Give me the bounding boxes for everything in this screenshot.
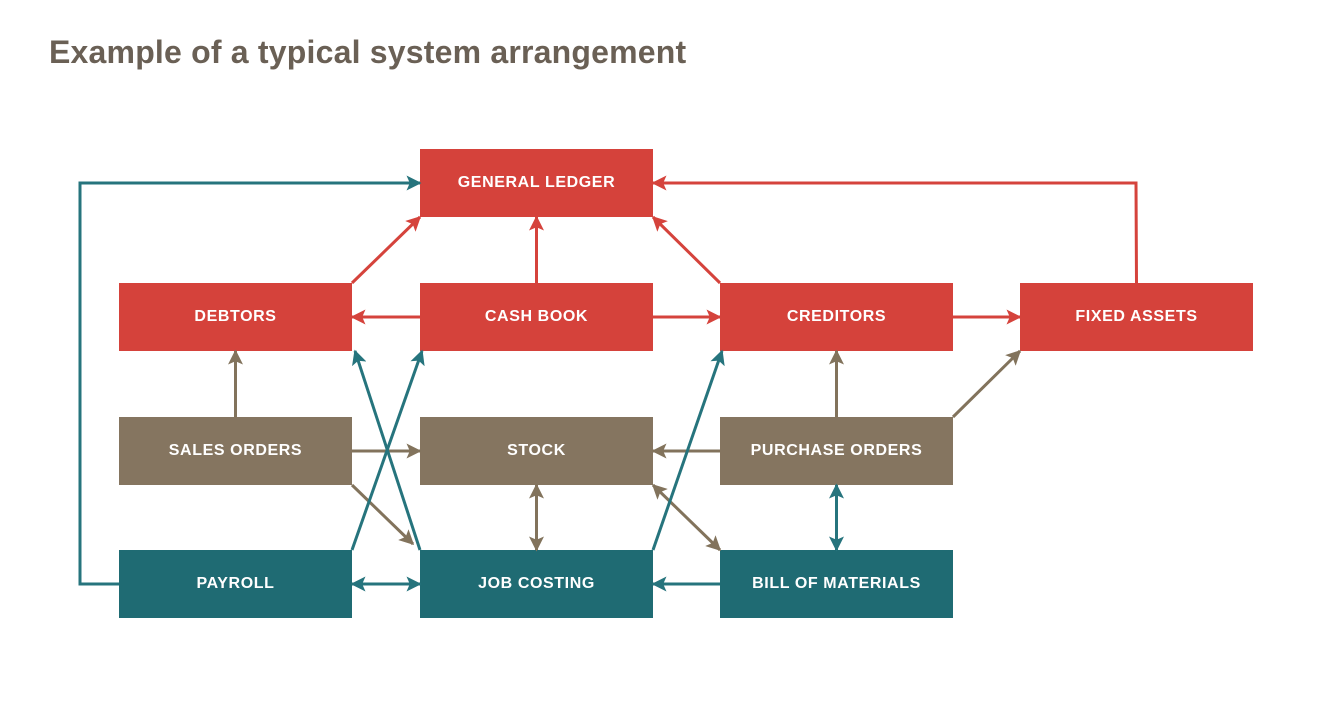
node-fixed-assets: FIXED ASSETS <box>1020 283 1253 351</box>
node-sales-orders: SALES ORDERS <box>119 417 352 485</box>
node-stock: STOCK <box>420 417 653 485</box>
edge-debtors-to-general_ledger <box>350 215 422 285</box>
edge-fixed_assets-to-general_ledger <box>651 175 1138 284</box>
node-label: DEBTORS <box>194 308 277 325</box>
node-job-costing: JOB COSTING <box>420 550 653 618</box>
edge-creditors-to-general_ledger <box>651 215 722 285</box>
node-label: PURCHASE ORDERS <box>750 442 923 459</box>
node-payroll: PAYROLL <box>119 550 352 618</box>
node-creditors: CREDITORS <box>720 283 953 351</box>
node-label: STOCK <box>507 442 566 459</box>
edge-job_costing-to-debtors <box>352 349 422 551</box>
edge-stock-and-bill_of_materials <box>651 483 722 552</box>
node-label: GENERAL LEDGER <box>457 174 616 191</box>
node-label: CREDITORS <box>786 308 887 325</box>
node-label: SALES ORDERS <box>168 442 303 459</box>
edge-purchase_orders-to-fixed_assets <box>951 349 1022 419</box>
node-cash-book: CASH BOOK <box>420 283 653 351</box>
node-label: CASH BOOK <box>484 308 589 325</box>
node-debtors: DEBTORS <box>119 283 352 351</box>
page-title: Example of a typical system arrangement <box>49 34 687 70</box>
node-bill-of-materials: BILL OF MATERIALS <box>720 550 953 618</box>
edge-job_costing-to-creditors <box>651 349 725 551</box>
node-label: BILL OF MATERIALS <box>752 575 921 592</box>
edge-payroll-to-general_ledger <box>78 175 422 586</box>
node-general-ledger: GENERAL LEDGER <box>420 149 653 217</box>
node-purchase-orders: PURCHASE ORDERS <box>720 417 953 485</box>
node-label: FIXED ASSETS <box>1075 308 1198 325</box>
edge-payroll-to-cash_book <box>350 349 425 551</box>
node-label: PAYROLL <box>196 575 275 592</box>
edge-sales_orders-to-job_costing <box>350 483 415 546</box>
node-label: JOB COSTING <box>478 575 595 592</box>
